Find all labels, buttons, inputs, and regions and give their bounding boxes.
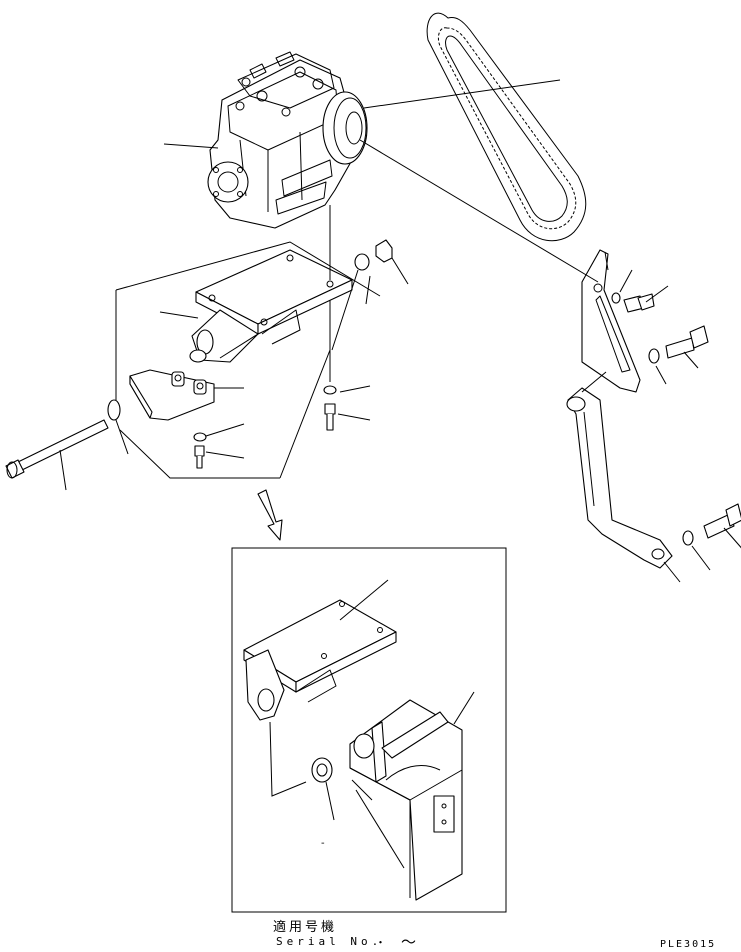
lower-bracket	[129, 369, 215, 421]
serial-separator: ・	[375, 936, 386, 949]
fasteners-left	[5, 239, 393, 479]
adjuster-bracket	[581, 249, 709, 393]
applicable-serial-heading: 適用号機	[273, 920, 338, 935]
inset-dash-label: -	[321, 838, 325, 849]
assembly-outline	[115, 139, 607, 479]
compressor	[207, 51, 368, 229]
compressor-bracket	[189, 249, 353, 363]
adjusting-arm	[566, 387, 741, 569]
serial-range-symbol: ～	[401, 933, 417, 951]
drawing-code: PLE3015	[660, 939, 717, 950]
inset-detail	[231, 547, 507, 913]
serial-number-label: Serial No.	[276, 935, 383, 948]
v-belt	[426, 12, 587, 242]
leader-lines	[59, 79, 741, 583]
arrow-to-inset	[257, 489, 283, 541]
